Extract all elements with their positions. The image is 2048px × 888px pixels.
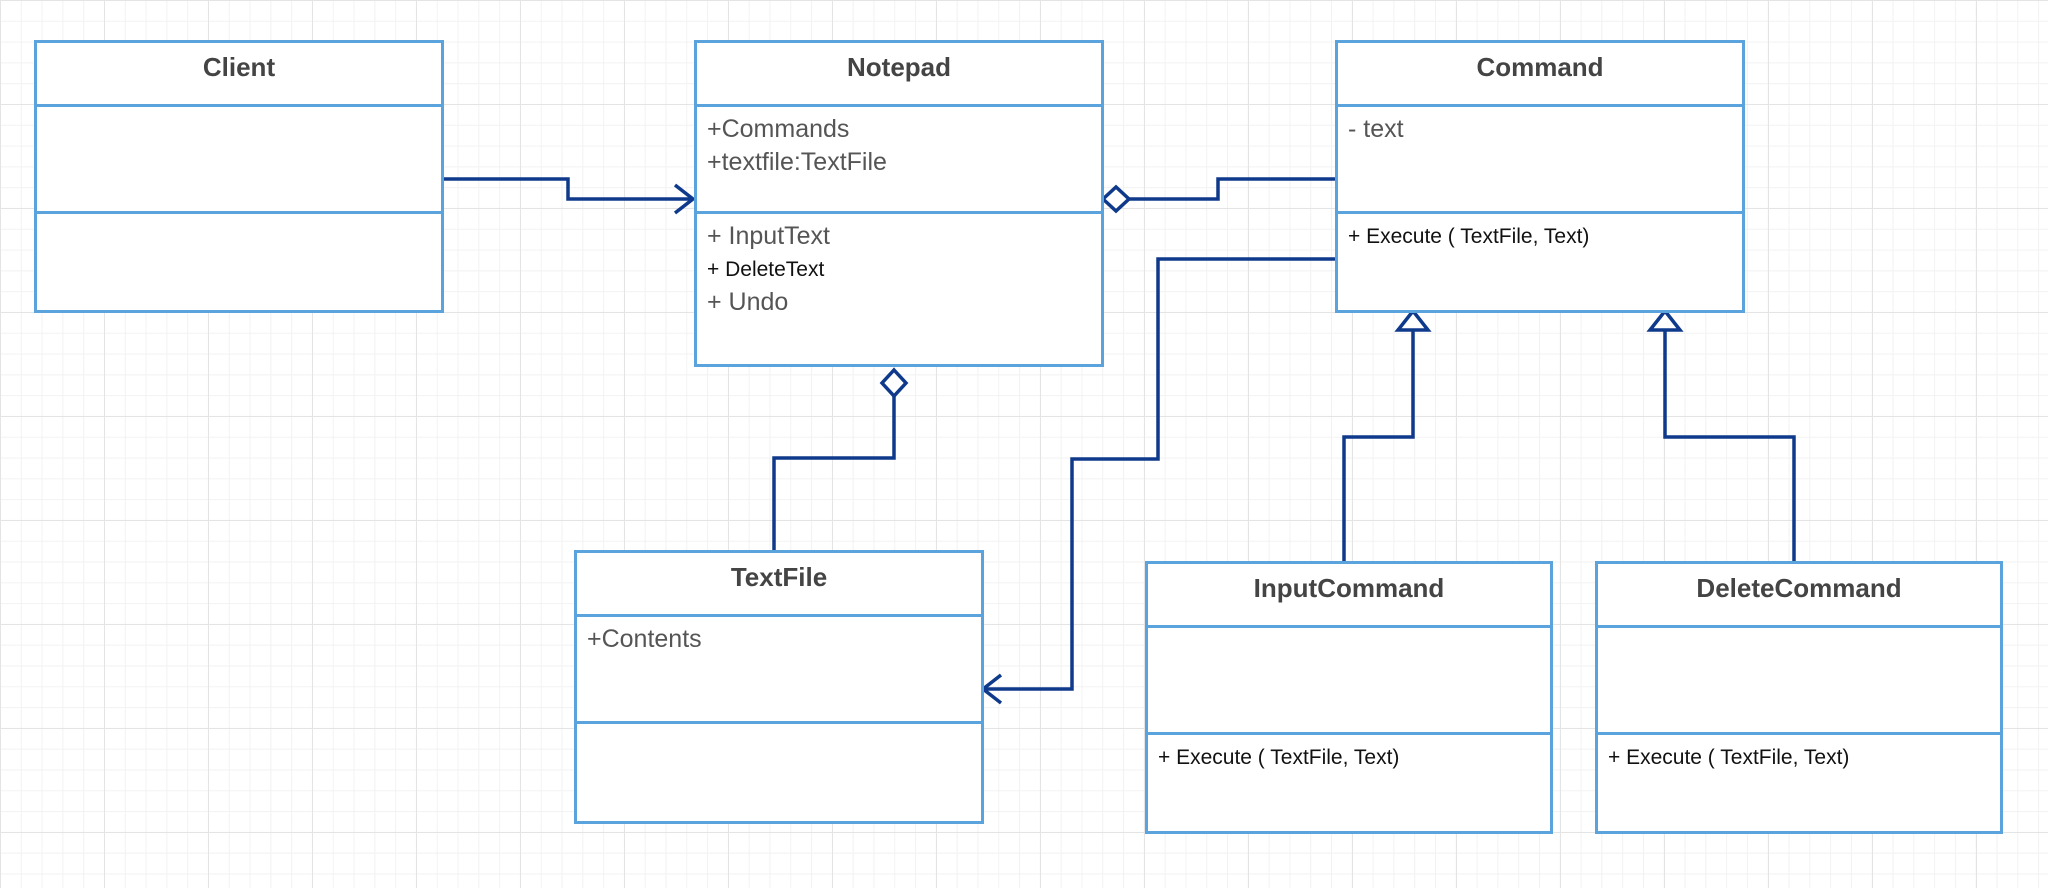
- class-deletecommand-methods: + Execute ( TextFile, Text): [1598, 732, 2000, 831]
- inputcommand-generalization-triangle: [1394, 308, 1432, 332]
- notepad-method: + DeleteText: [707, 258, 825, 281]
- class-textfile[interactable]: TextFile +Contents: [574, 550, 984, 824]
- notepad-method: + Undo: [707, 288, 789, 316]
- class-client-attributes: [37, 107, 441, 211]
- class-deletecommand[interactable]: DeleteCommand + Execute ( TextFile, Text…: [1595, 561, 2003, 834]
- notepad-textfile-aggregation-diamond: [879, 367, 909, 399]
- class-notepad-methods: + InputText + DeleteText + Undo: [697, 211, 1101, 364]
- deletecommand-generalization-line[interactable]: [1663, 330, 1796, 562]
- class-notepad-name: Notepad: [697, 43, 1101, 107]
- class-inputcommand[interactable]: InputCommand + Execute ( TextFile, Text): [1145, 561, 1553, 834]
- command-method: + Execute ( TextFile, Text): [1348, 225, 1590, 248]
- class-deletecommand-attributes: [1598, 628, 2000, 732]
- deletecommand-method: + Execute ( TextFile, Text): [1608, 746, 1850, 769]
- class-textfile-methods: [577, 721, 981, 821]
- class-command-methods: + Execute ( TextFile, Text): [1338, 211, 1742, 310]
- client-notepad-association-line[interactable]: [443, 177, 693, 201]
- inputcommand-generalization-line[interactable]: [1342, 330, 1415, 562]
- class-deletecommand-name: DeleteCommand: [1598, 564, 2000, 628]
- class-client[interactable]: Client: [34, 40, 444, 313]
- notepad-method: + InputText: [707, 222, 830, 250]
- class-inputcommand-attributes: [1148, 628, 1550, 732]
- notepad-textfile-aggregation-line[interactable]: [772, 396, 896, 551]
- class-notepad[interactable]: Notepad +Commands +textfile:TextFile + I…: [694, 40, 1104, 367]
- class-notepad-attributes: +Commands +textfile:TextFile: [697, 107, 1101, 211]
- command-attribute: - text: [1348, 115, 1404, 143]
- class-textfile-attributes: +Contents: [577, 617, 981, 721]
- class-inputcommand-name: InputCommand: [1148, 564, 1550, 628]
- class-client-name: Client: [37, 43, 441, 107]
- notepad-attribute: +textfile:TextFile: [707, 148, 887, 176]
- client-notepad-arrowhead: [673, 183, 696, 215]
- class-command-name: Command: [1338, 43, 1742, 107]
- class-command-attributes: - text: [1338, 107, 1742, 211]
- class-command[interactable]: Command - text + Execute ( TextFile, Tex…: [1335, 40, 1745, 313]
- command-textfile-association-line[interactable]: [983, 257, 1337, 691]
- class-client-methods: [37, 211, 441, 310]
- textfile-attribute: +Contents: [587, 625, 702, 653]
- notepad-attribute: +Commands: [707, 115, 850, 143]
- notepad-command-aggregation-diamond: [1100, 184, 1132, 214]
- deletecommand-generalization-triangle: [1646, 308, 1684, 332]
- notepad-command-aggregation-line[interactable]: [1129, 177, 1337, 201]
- class-inputcommand-methods: + Execute ( TextFile, Text): [1148, 732, 1550, 831]
- inputcommand-method: + Execute ( TextFile, Text): [1158, 746, 1400, 769]
- class-textfile-name: TextFile: [577, 553, 981, 617]
